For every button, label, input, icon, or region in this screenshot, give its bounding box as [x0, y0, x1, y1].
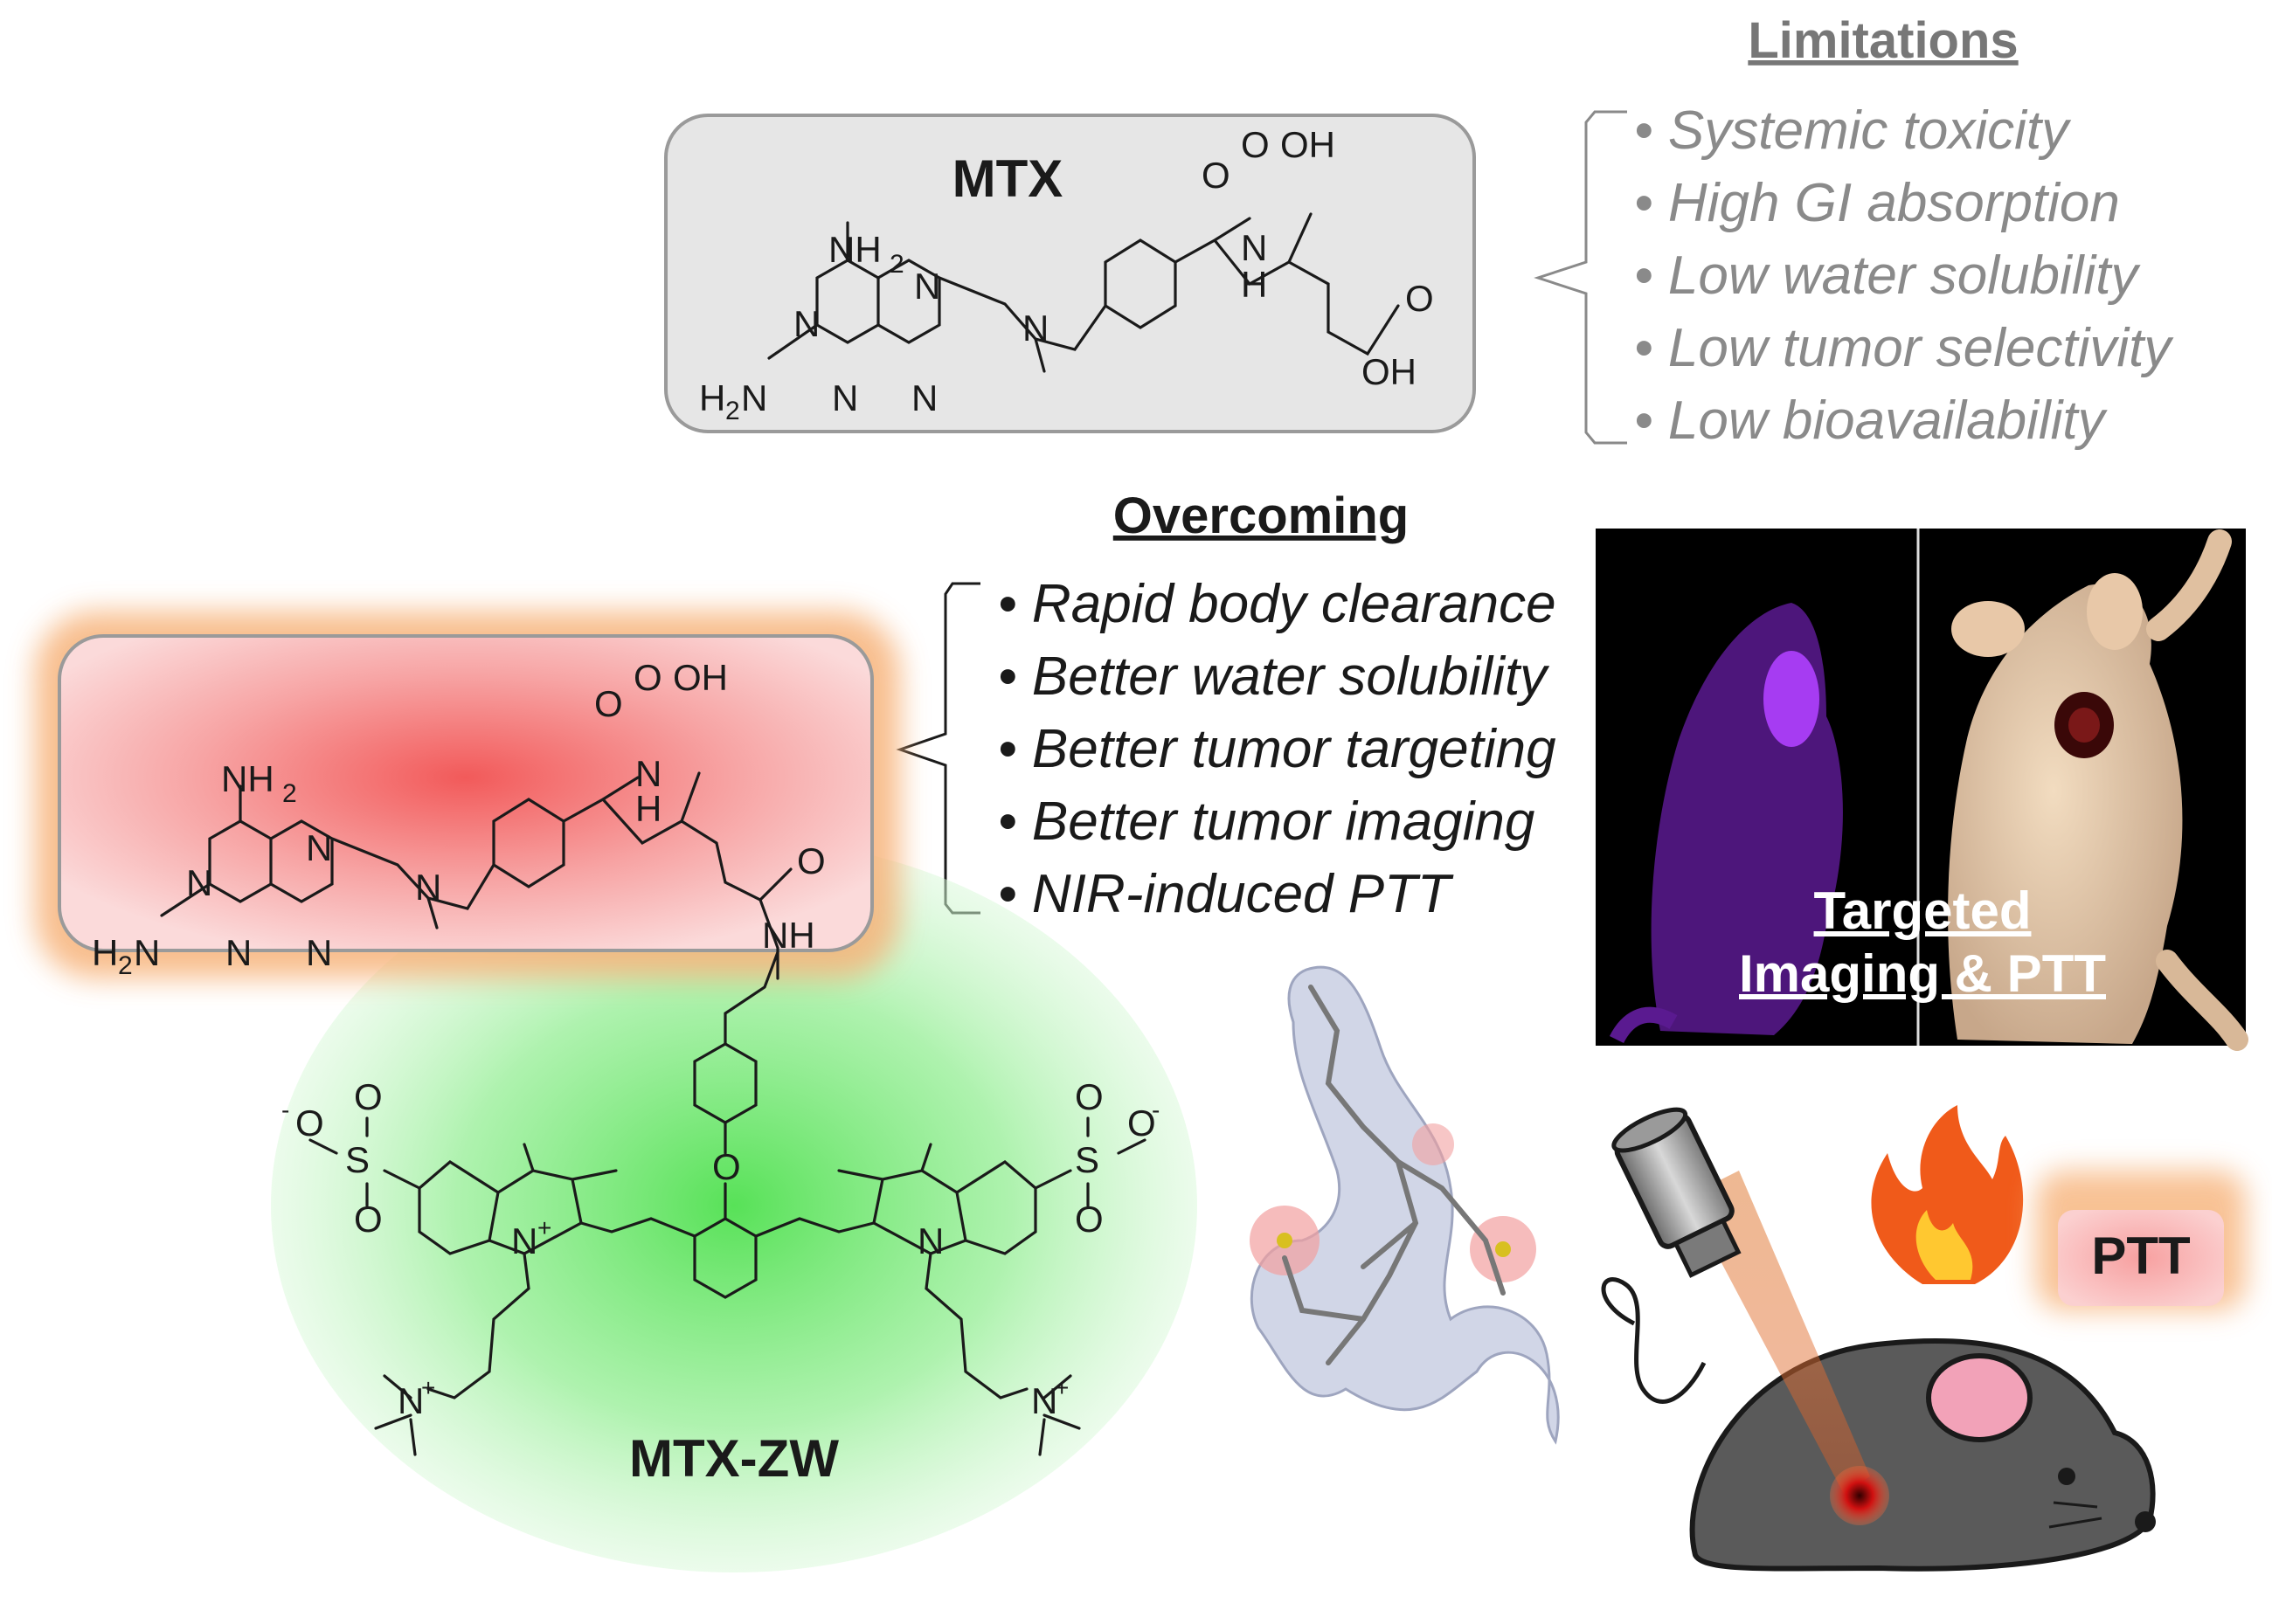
overcoming-item: • Rapid body clearance — [998, 574, 1556, 634]
atom-label: 2 — [118, 951, 133, 980]
atom-label: NH — [221, 758, 274, 799]
atom-label: NH — [828, 229, 882, 270]
atom-label: O — [1202, 155, 1230, 196]
atom-label: OH — [1280, 124, 1335, 165]
atom-label: N — [741, 377, 767, 418]
atom-label: N — [134, 932, 160, 973]
atom-label: N — [1241, 227, 1267, 268]
atom-label: S — [345, 1139, 370, 1180]
atom-label: + — [421, 1374, 435, 1401]
overcoming-brace — [896, 582, 980, 915]
atom-label: H — [92, 932, 118, 973]
atom-label: O — [1127, 1102, 1156, 1144]
overcoming-title: Overcoming — [1113, 487, 1409, 544]
limitation-item: • Low tumor selectivity — [1634, 318, 2174, 378]
atom-label: OH — [673, 657, 728, 698]
mtx-conjugated-box — [58, 634, 874, 952]
cyanine-moiety: O S O - O O N + S O - O O N N + N + — [281, 950, 1160, 1456]
atom-label: O — [1241, 124, 1270, 165]
limitations-section: Limitations • Systemic toxicity • High G… — [1534, 12, 2174, 451]
overcoming-item: • Better tumor targeting — [998, 719, 1556, 779]
atom-label: N — [1022, 308, 1049, 349]
atom-label: N — [832, 377, 858, 418]
fluorescence-image — [1609, 603, 1843, 1044]
limitation-item: • High GI absorption — [1634, 173, 2120, 233]
conjugate-label: MTX-ZW — [629, 1429, 839, 1488]
atom-label: O — [594, 683, 623, 724]
atom-label: N — [1031, 1380, 1057, 1421]
atom-label: - — [281, 1096, 289, 1123]
atom-label: O — [354, 1199, 383, 1240]
atom-label: N — [398, 1380, 424, 1421]
atom-label: H — [635, 788, 662, 829]
atom-label: H — [1241, 264, 1267, 305]
fire-icon — [1871, 1105, 2024, 1284]
overcoming-item: • Better water solubility — [998, 646, 1550, 707]
laser-probe-icon — [1611, 1107, 1889, 1525]
overcoming-section: Overcoming • Rapid body clearance • Bett… — [896, 487, 1556, 924]
atom-label: N — [635, 753, 662, 794]
limitations-brace — [1534, 110, 1627, 445]
atom-label: H — [699, 377, 725, 418]
conjugate-structure: NH 2 N N N N H 2 N N O O OH N H O NH — [35, 612, 1197, 1572]
overcoming-item: • Better tumor imaging — [998, 791, 1534, 852]
atom-label: N — [306, 827, 332, 868]
atom-label: 2 — [282, 779, 297, 808]
atom-label: S — [1075, 1139, 1099, 1180]
atom-label: N — [306, 932, 332, 973]
mtx-moiety: NH 2 N N N N H 2 N N O O OH N H O NH — [92, 657, 826, 980]
mtx-label: MTX — [952, 149, 1063, 208]
atom-label: NH — [762, 915, 815, 956]
atom-label: OH — [1361, 351, 1417, 392]
overcoming-item: • NIR-induced PTT — [998, 864, 1454, 924]
atom-label: N — [186, 862, 212, 903]
atom-label: O — [354, 1076, 383, 1117]
atom-label: N — [914, 266, 940, 307]
photo-caption-line1: Targeted — [1814, 881, 2032, 940]
atom-label: N — [793, 303, 820, 344]
limitation-item: • Low bioavailability — [1634, 390, 2109, 451]
atom-label: O — [1405, 278, 1434, 319]
atom-label: - — [1152, 1096, 1160, 1123]
atom-label: + — [537, 1214, 551, 1241]
photo-caption-line2: Imaging & PTT — [1739, 944, 2106, 1003]
atom-label: + — [1055, 1374, 1069, 1401]
atom-label: 2 — [725, 397, 740, 425]
atom-label: O — [634, 657, 662, 698]
ptt-badge: PTT — [2036, 1171, 2246, 1310]
molecular-model-icon — [1250, 965, 1560, 1445]
atom-label: N — [918, 1220, 944, 1261]
limitation-item: • Low water solubility — [1634, 245, 2141, 306]
bright-field-image — [1948, 529, 2248, 1051]
atom-label: 2 — [890, 250, 904, 279]
atom-label: O — [1075, 1199, 1104, 1240]
atom-label: N — [511, 1220, 537, 1261]
atom-label: N — [415, 867, 441, 908]
mtx-molecule: NH 2 N N N N H 2 N N O O OH N H O OH — [699, 124, 1434, 425]
mouse-photo: Targeted Imaging & PTT — [1596, 529, 2248, 1051]
zwitterion-blob — [271, 839, 1197, 1572]
mtx-structure-box: MTX NH 2 N N N N H 2 N N O O OH N H O OH — [664, 114, 1476, 433]
atom-label: O — [295, 1102, 324, 1144]
atom-label: O — [712, 1146, 741, 1187]
ptt-label: PTT — [2091, 1227, 2190, 1285]
limitation-item: • Systemic toxicity — [1634, 100, 2072, 161]
atom-label: O — [797, 840, 826, 881]
limitations-title: Limitations — [1748, 12, 2018, 69]
atom-label: N — [225, 932, 252, 973]
atom-label: O — [1075, 1076, 1104, 1117]
atom-label: N — [911, 377, 938, 418]
mouse-icon — [1601, 1277, 2156, 1572]
